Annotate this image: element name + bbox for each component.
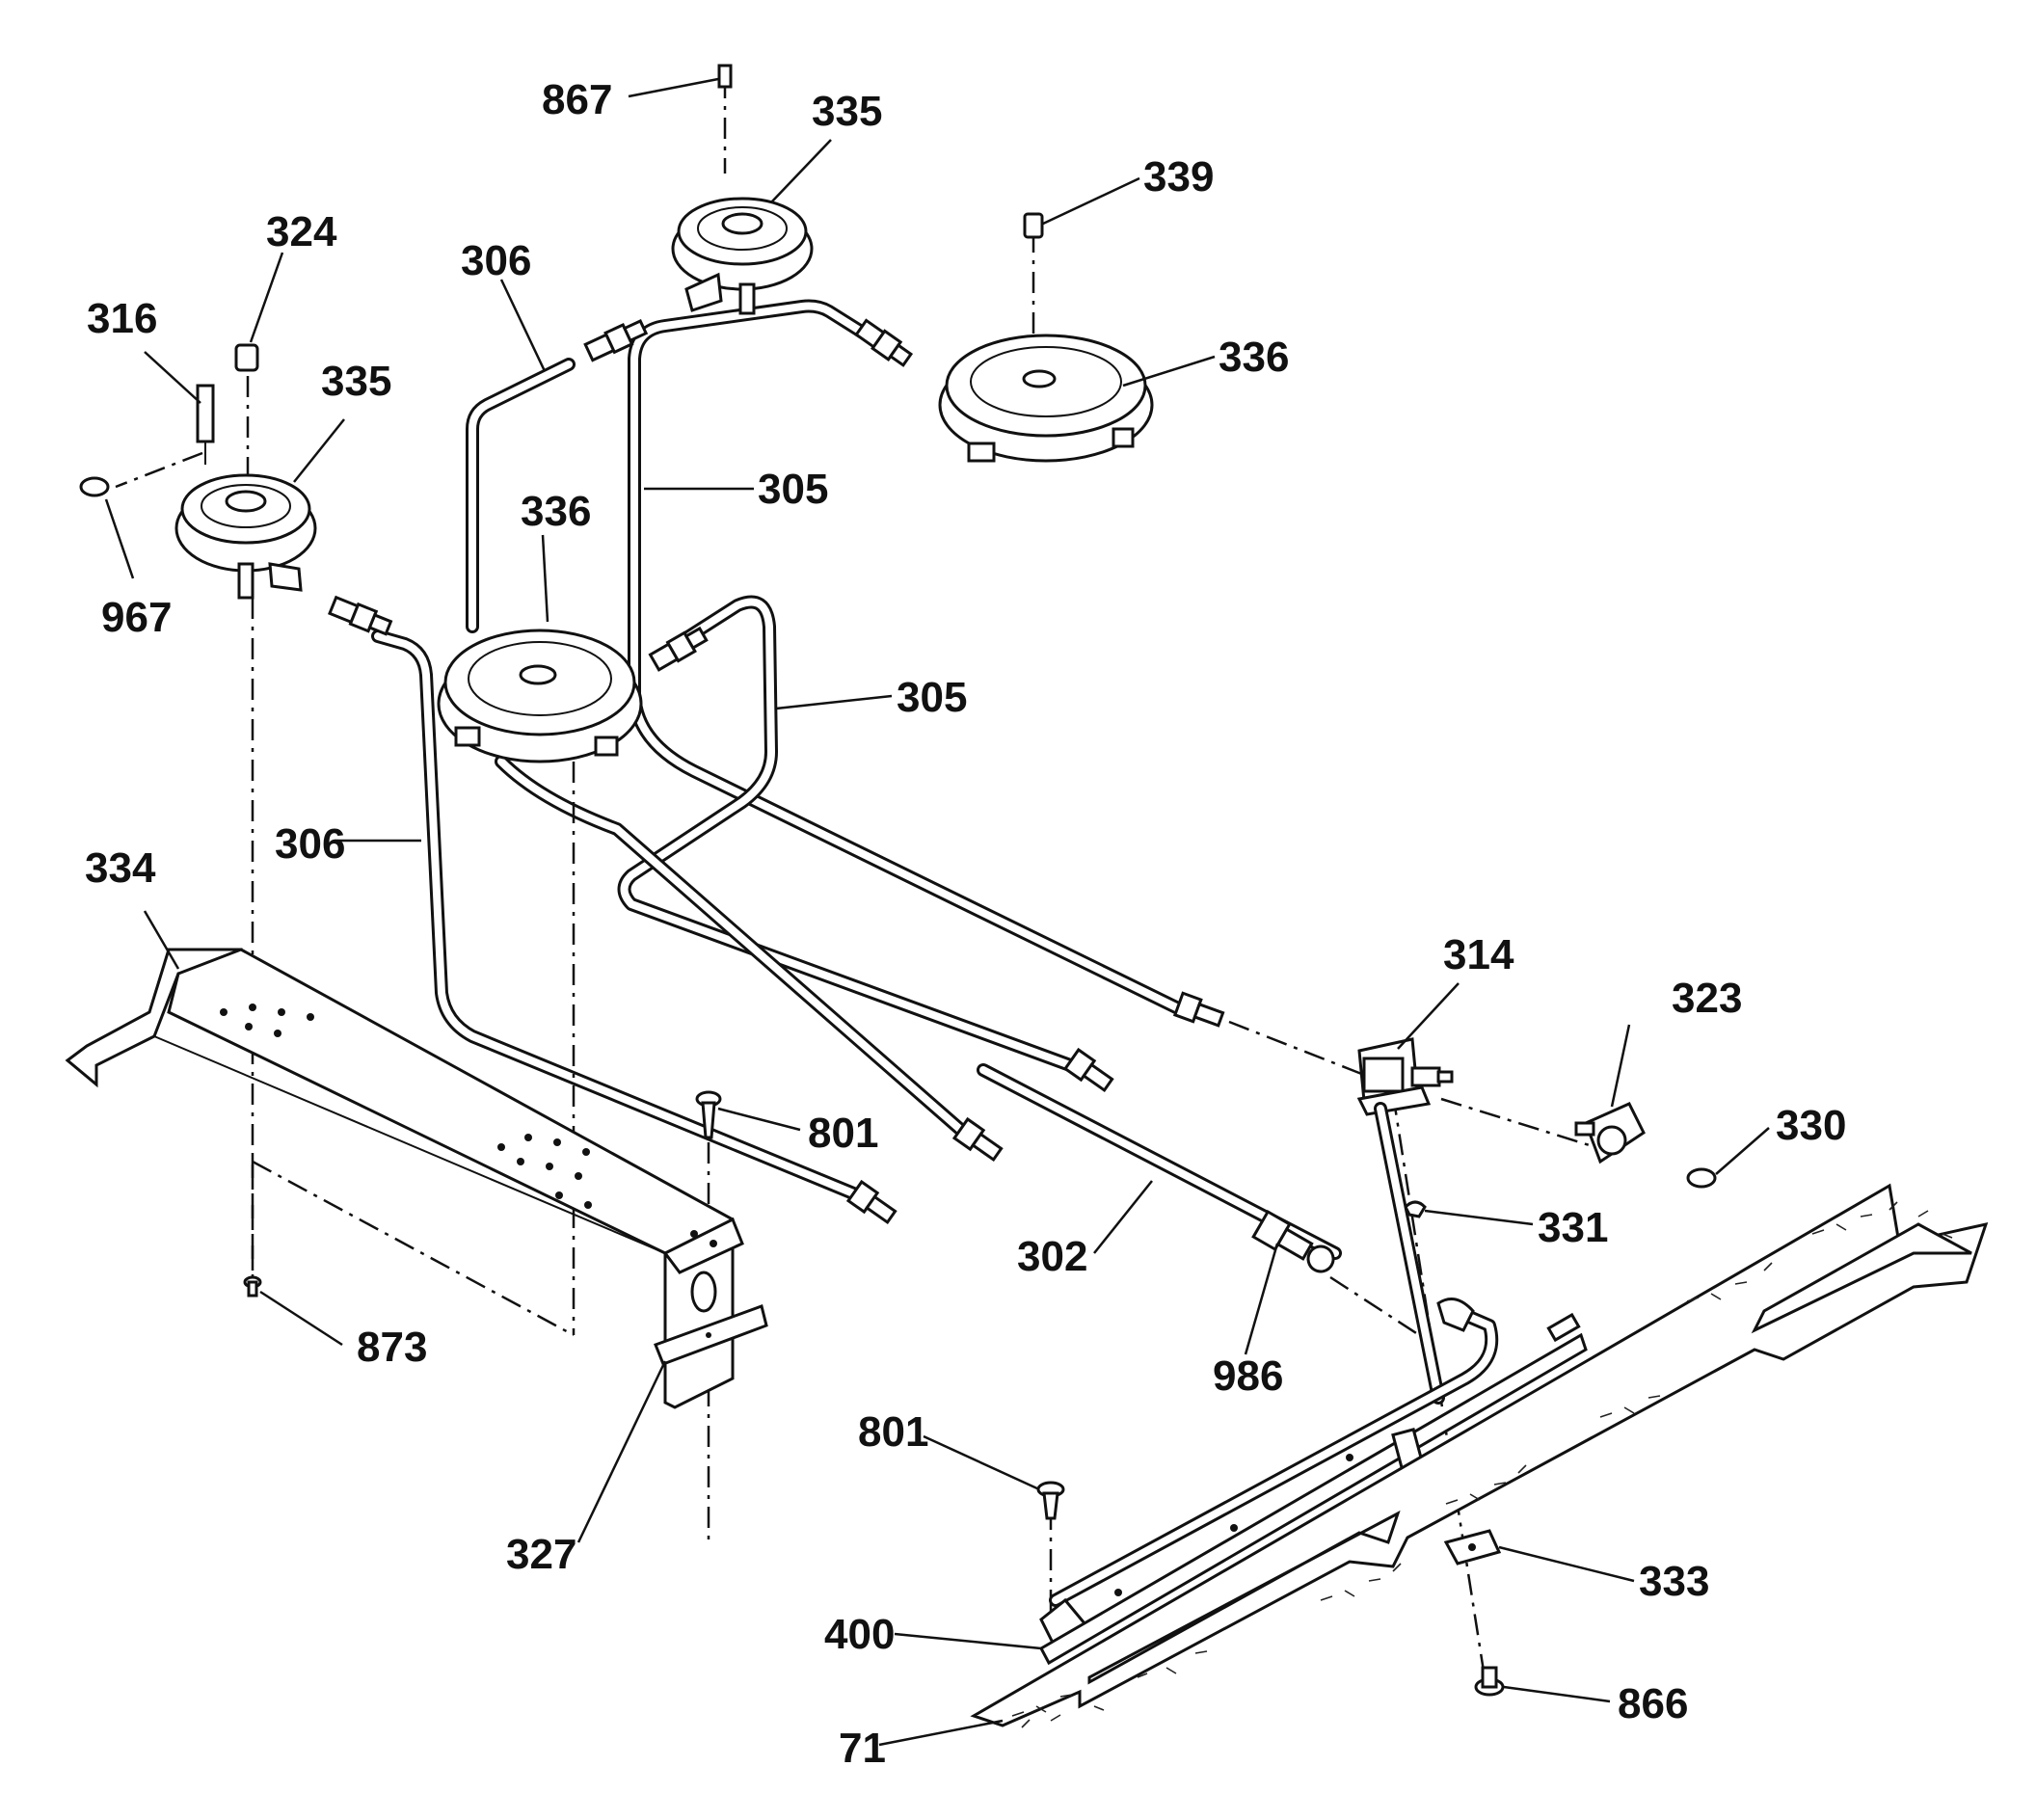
gas-tubes (328, 299, 1342, 1273)
tube-fittings (328, 318, 1335, 1273)
callout-323: 323 (1672, 975, 1742, 1022)
burner-336-right (938, 334, 1154, 463)
callout-333: 333 (1639, 1558, 1709, 1605)
orifice-324 (234, 343, 259, 372)
callout-302: 302 (1017, 1233, 1087, 1280)
callout-306-lower: 306 (275, 820, 345, 868)
tube-306-upper (466, 358, 576, 633)
leader-lines (104, 77, 1770, 1747)
burner-336-center (437, 629, 643, 763)
screw-801-lower (1036, 1481, 1065, 1520)
burner-335-left (174, 473, 317, 600)
igniter-316 (196, 384, 215, 465)
insulation-71 (970, 1183, 1989, 1728)
manifold-pipe (1038, 1298, 1588, 1666)
callout-324: 324 (266, 208, 337, 255)
clip-967 (79, 476, 110, 497)
callout-986: 986 (1213, 1352, 1283, 1400)
plate-327 (654, 1304, 768, 1366)
clip-330 (1686, 1167, 1717, 1189)
callout-306-upper: 306 (461, 237, 531, 284)
screw-801-upper (695, 1090, 722, 1139)
callout-873: 873 (357, 1324, 427, 1371)
fitting-986 (1251, 1209, 1335, 1273)
callout-335-top: 335 (812, 88, 882, 135)
callout-327: 327 (506, 1531, 576, 1578)
callout-335-left: 335 (321, 358, 391, 405)
callout-339: 339 (1143, 153, 1214, 201)
callout-801-lower: 801 (858, 1408, 928, 1456)
screw-867 (717, 64, 733, 98)
callout-331: 331 (1538, 1204, 1608, 1251)
callout-labels: 867 335 339 324 306 316 335 336 305 336 … (85, 76, 1846, 1772)
burner-335-top (671, 197, 814, 315)
callout-334: 334 (85, 844, 156, 892)
callout-866: 866 (1618, 1680, 1688, 1727)
insulation-speckle (1011, 1201, 1953, 1728)
callout-336-center: 336 (521, 488, 591, 535)
callout-330: 330 (1776, 1102, 1846, 1149)
callout-316: 316 (87, 295, 157, 342)
screw-866 (1474, 1666, 1505, 1697)
callout-305-lower: 305 (897, 674, 967, 721)
callout-867: 867 (542, 76, 612, 123)
assembly-lines (115, 77, 1596, 1678)
bracket-holes (220, 1004, 717, 1247)
tube-crossover (495, 755, 971, 1139)
clip-331 (1404, 1200, 1427, 1218)
callout-314: 314 (1443, 931, 1514, 978)
tube-305-upper (628, 299, 1183, 1014)
bracket-333 (1443, 1529, 1502, 1566)
screw-873 (243, 1275, 262, 1298)
callout-801-upper: 801 (808, 1110, 878, 1157)
bracket-334 (65, 948, 744, 1409)
tube-305-lower (617, 595, 1077, 1072)
callout-305-upper: 305 (758, 466, 828, 513)
bracket-323 (1574, 1102, 1646, 1164)
valve-314 (1356, 1037, 1454, 1116)
callout-400: 400 (824, 1611, 895, 1658)
tube-306-lower (371, 629, 865, 1202)
callout-967: 967 (101, 594, 172, 641)
rod-314 (1374, 1102, 1445, 1405)
orifice-339 (1023, 212, 1044, 239)
callout-336-right: 336 (1219, 334, 1289, 381)
callout-71: 71 (839, 1725, 886, 1772)
